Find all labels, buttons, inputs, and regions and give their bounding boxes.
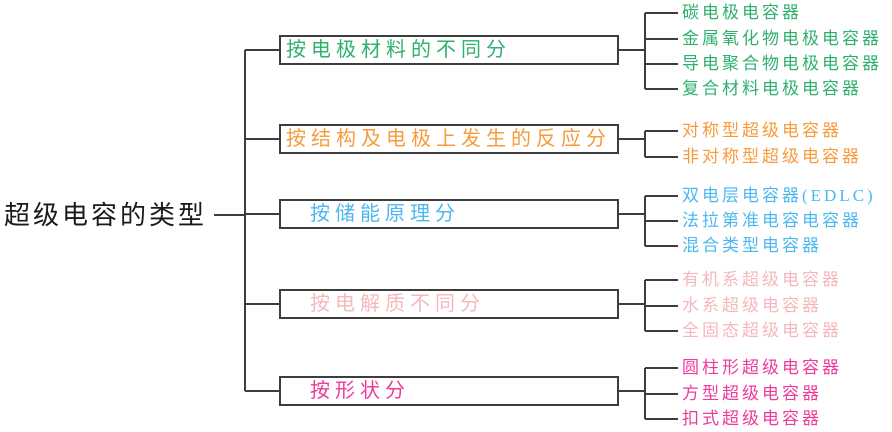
leaf-item: 导电聚合物电极电容器 [682,54,882,73]
leaf-item: 金属氧化物电极电容器 [682,29,882,48]
leaf-item: 有机系超级电容器 [682,270,842,289]
leaf-item: 对称型超级电容器 [682,121,842,140]
leaf-item: 圆柱形超级电容器 [682,358,842,377]
leaf-item: 水系超级电容器 [682,296,822,315]
leaf-item: 全固态超级电容器 [682,321,842,340]
category-box-electrode-material: 按电极材料的不同分 [279,35,619,65]
leaf-item: 扣式超级电容器 [682,409,822,428]
leaf-item: 双电层电容器(EDLC) [682,186,876,205]
category-box-structure-reaction: 按结构及电极上发生的反应分 [279,124,619,154]
leaf-item: 方型超级电容器 [682,384,822,403]
root-label: 超级电容的类型 [4,201,208,230]
category-box-electrolyte: 按电解质不同分 [279,289,619,319]
leaf-item: 碳电极电容器 [682,3,802,22]
leaf-item: 非对称型超级电容器 [682,147,862,166]
category-box-energy-storage-principle: 按储能原理分 [279,199,619,229]
leaf-item: 法拉第准电容电容器 [682,211,862,230]
category-box-shape: 按形状分 [279,376,619,406]
leaf-item: 混合类型电容器 [682,236,822,255]
leaf-item: 复合材料电极电容器 [682,79,862,98]
